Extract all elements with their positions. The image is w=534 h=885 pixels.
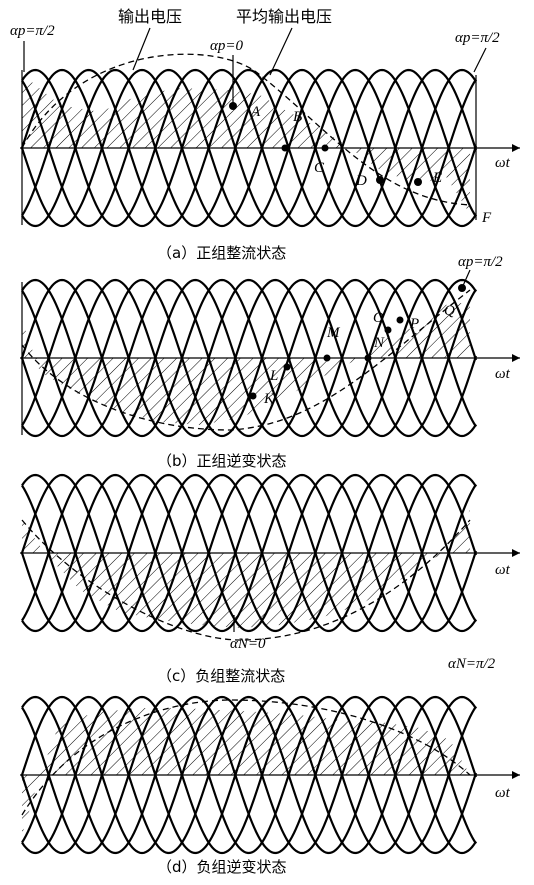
panel-c-curves [20,473,478,633]
point-q-label: Q [444,303,455,319]
panel-b-phase-curve-2 [21,278,477,438]
panel-a-curves [20,68,478,228]
point-p-label: P [409,316,419,332]
leader-panel-b-corner [461,269,471,289]
point-d-label: D [355,173,367,189]
panel-c-phase-curve-5 [21,473,477,633]
point-m-dot [323,354,331,362]
panel-b-phase-curve-5 [21,278,477,438]
panel-b-average-voltage-curve [21,289,471,431]
panel-b-hatch-fill [22,302,470,425]
panel-a-average-voltage-curve [21,53,471,206]
panel-d-hatch-fill [22,708,470,835]
panel-c-average-voltage-curve [21,519,471,641]
panel-d-axis-arrow [512,771,520,779]
point-m-label: M [326,325,341,341]
panel-d-caption: （d）负组逆变状态 [157,858,287,876]
panel-c-phase-curve-2 [21,473,477,633]
point-l-dot [283,363,291,371]
panel-b-axis-arrow [512,354,520,362]
label-alpha-n-zero: αN=0 [230,636,266,652]
point-e-dot [414,178,422,186]
panel-a-phase-curve-6 [21,68,478,228]
panel-c: ωt αN=0 αN=π/2 （c）负组整流状态 [20,473,520,685]
label-output-voltage: 输出电压 [118,7,182,26]
panel-a-hatch-fill [22,74,470,214]
panel-a-caption: （a）正组整流状态 [157,244,286,262]
panel-d-curves [20,695,478,855]
label-alpha-p-zero: αp=0 [210,38,243,54]
panel-a-axis-arrow [512,144,520,152]
point-k-dot [249,392,257,400]
point-b-dot [281,144,289,152]
point-o-label: O [373,310,384,326]
panel-a-phase-curve-2 [21,68,477,228]
panel-c-phase-curve-6 [21,473,478,633]
panel-a-phase-curve-5 [21,68,477,228]
panel-b-axis-label: ωt [495,366,511,382]
panel-b-phase-curve-3 [21,278,478,438]
point-l-label: L [269,368,278,384]
panel-b-phase-curve-6 [21,278,478,438]
point-k-label: K [263,391,275,407]
panel-d-axis-label: ωt [495,785,511,801]
panel-d-average-voltage-curve [21,699,471,816]
panel-c-phase-curve-3 [21,473,478,633]
label-alpha-p-right: αp=π/2 [455,30,500,46]
panel-b-caption: （b）正组逆变状态 [157,452,287,470]
panel-d-phase-curve-2 [21,695,477,855]
panel-a-axis-label: ωt [495,155,511,171]
point-d-dot [376,176,384,184]
panel-c-axis-arrow [512,549,520,557]
point-n-dot [364,354,372,362]
panel-b-corner-label: αp=π/2 [458,254,503,270]
point-f-label: F [481,210,492,226]
panel-d-phase-curve-3 [21,695,478,855]
leader-average-voltage [269,27,293,76]
leader-output-voltage [132,27,151,71]
leader-alpha-p-right [473,47,487,73]
label-average-output-voltage: 平均输出电压 [236,7,332,26]
point-c-dot [321,144,329,152]
panel-a-phase-curve-3 [21,68,478,228]
label-alpha-n-right: αN=π/2 [448,656,496,672]
point-e-label: E [432,170,442,186]
point-p-dot [396,316,404,324]
point-c-label: C [314,160,325,176]
point-n-label: N [373,335,385,351]
panel-d-phase-curve-6 [21,695,478,855]
label-alpha-p-left: αp=π/2 [10,23,55,39]
panel-d-phase-curve-5 [21,695,477,855]
point-o-dot [384,326,392,334]
panel-a: ωt A B C D E F 输出电压 平均输出电压 αp=π/2 αp=0 α… [10,7,520,262]
panel-d: ωt （d）负组逆变状态 [20,695,520,876]
panel-b: ωt K L M N O P Q αp=π/2 （b）正组逆变状态 [20,254,520,470]
panel-b-curves [20,278,478,438]
panel-c-axis-label: ωt [495,562,511,578]
panel-c-caption: （c）负组整流状态 [157,667,285,685]
point-b-label: B [293,109,302,125]
point-a-label: A [250,104,261,120]
